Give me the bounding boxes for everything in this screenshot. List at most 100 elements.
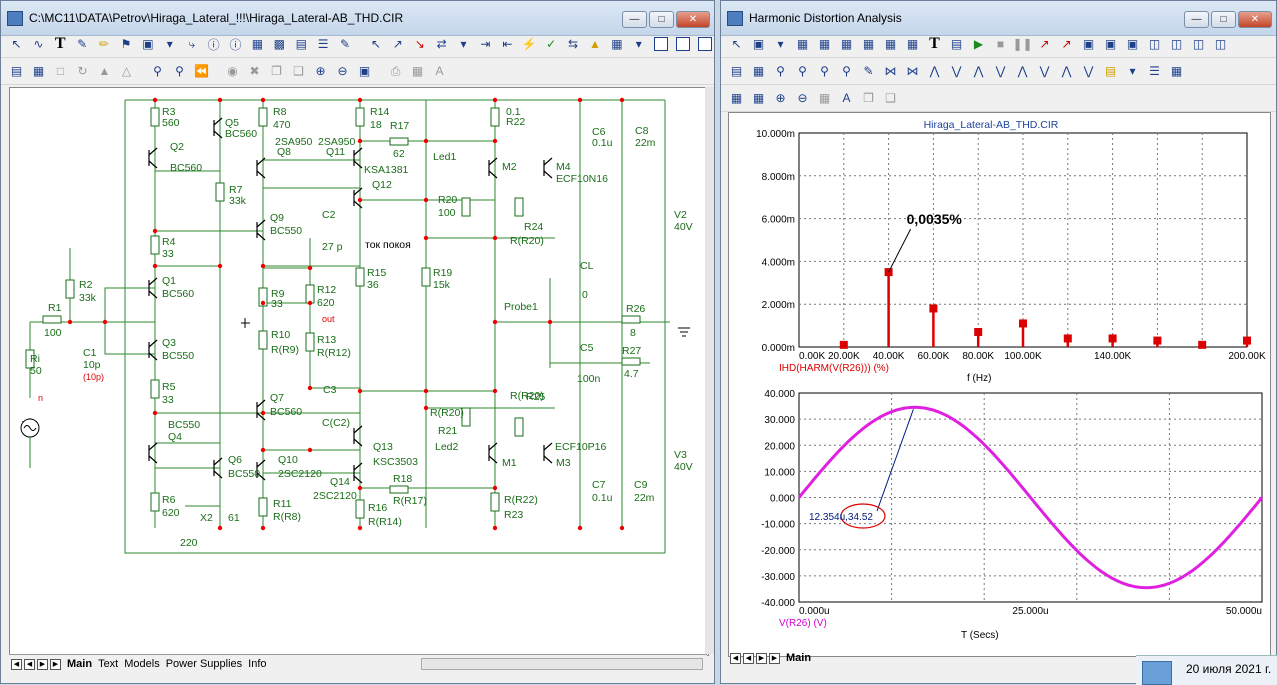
route-icon[interactable]: ↗ xyxy=(392,37,403,51)
peak2-icon[interactable]: ⋈ xyxy=(906,64,919,78)
scale2-icon[interactable]: ▦ xyxy=(818,37,831,51)
edit-icon[interactable]: ✎ xyxy=(340,37,351,51)
help-icon[interactable]: ⓘ xyxy=(229,37,242,52)
panel1-icon[interactable]: ◫ xyxy=(1148,37,1161,51)
tab-models[interactable]: Models xyxy=(124,658,160,670)
panel2-icon[interactable]: ◫ xyxy=(1170,37,1183,51)
grid-icon[interactable]: ▦ xyxy=(818,91,831,105)
text2-icon[interactable]: A xyxy=(435,64,444,78)
slope4-icon[interactable]: ⋁ xyxy=(1039,64,1050,78)
cursor-red2-icon[interactable]: ↗ xyxy=(1061,37,1072,51)
zoom-mag2-icon[interactable]: ⚲ xyxy=(798,64,807,78)
edit-icon[interactable]: ✎ xyxy=(863,64,874,78)
analysis-next-page-icon[interactable]: ▶ xyxy=(756,652,767,664)
minimize-button[interactable]: — xyxy=(622,11,647,28)
mirror-icon[interactable]: ⇄ xyxy=(436,37,447,51)
scale5-icon[interactable]: ▦ xyxy=(884,37,897,51)
taskbar-clock[interactable]: 20 июля 2021 г. xyxy=(1136,655,1277,685)
wire-icon[interactable]: ∿ xyxy=(33,37,44,51)
zoom-in-icon[interactable]: ⊕ xyxy=(315,64,326,78)
page-icon[interactable] xyxy=(651,35,670,54)
component-icon[interactable]: ▣ xyxy=(752,37,765,51)
route-red-icon[interactable]: ↘ xyxy=(414,37,425,51)
analysis-maximize-button[interactable]: □ xyxy=(1211,11,1236,28)
info-icon[interactable]: ⓘ xyxy=(207,37,220,52)
split-icon[interactable]: ▤ xyxy=(730,64,743,78)
copy-icon[interactable]: ❐ xyxy=(271,64,282,78)
rotate-icon[interactable]: ↻ xyxy=(77,64,88,78)
cursor-red-icon[interactable]: ↗ xyxy=(1039,37,1050,51)
text-tool-icon[interactable]: T xyxy=(929,35,940,52)
switch-icon[interactable]: ⇆ xyxy=(568,37,579,51)
close-button[interactable]: ✕ xyxy=(676,11,710,28)
font-icon[interactable]: A xyxy=(842,91,851,105)
slope2-icon[interactable]: ⋁ xyxy=(995,64,1006,78)
zoom-fit-icon[interactable]: ▣ xyxy=(358,64,371,78)
tab-text[interactable]: Text xyxy=(98,658,119,670)
undo-icon[interactable]: ⏪ xyxy=(194,64,209,78)
peak3-icon[interactable]: ⋀ xyxy=(929,64,940,78)
slope-icon[interactable]: ⋀ xyxy=(973,64,984,78)
zoom-mag3-icon[interactable]: ⚲ xyxy=(820,64,829,78)
stop-icon[interactable]: ■ xyxy=(996,37,1005,51)
dropdown3-icon[interactable]: ▾ xyxy=(635,37,642,51)
warning-icon[interactable]: ▲ xyxy=(589,37,601,51)
cursor-text-icon[interactable]: ↖ xyxy=(370,37,381,51)
schematic-vertical-scrollbar[interactable] xyxy=(705,87,714,654)
box-icon[interactable]: □ xyxy=(56,64,65,78)
flip2-icon[interactable]: △ xyxy=(121,64,132,78)
tab-power-supplies[interactable]: Power Supplies xyxy=(165,658,243,670)
check-icon[interactable]: ✓ xyxy=(546,37,557,51)
panel4-icon[interactable]: ◫ xyxy=(1214,37,1227,51)
properties-icon[interactable]: ▤ xyxy=(10,64,23,78)
clipboard-icon[interactable]: ▤ xyxy=(1104,64,1117,78)
dropdown-icon[interactable]: ▾ xyxy=(777,37,784,51)
slope6-icon[interactable]: ⋁ xyxy=(1083,64,1094,78)
net-icon[interactable]: ▩ xyxy=(273,37,285,51)
text-tool-icon[interactable]: T xyxy=(54,35,66,52)
split-icon[interactable]: ⇤ xyxy=(502,37,513,51)
cancel-icon[interactable]: ✖ xyxy=(249,64,260,78)
tab-info[interactable]: Info xyxy=(248,658,267,670)
analysis-first-page-icon[interactable]: ◀ xyxy=(730,652,741,664)
slope5-icon[interactable]: ⋀ xyxy=(1061,64,1072,78)
brush-icon[interactable]: ✏ xyxy=(99,37,110,51)
list-icon[interactable]: ☰ xyxy=(1149,64,1160,78)
attribute-icon[interactable]: ▤ xyxy=(295,37,307,51)
analysis-tab-main[interactable]: Main xyxy=(786,652,812,664)
zoom-mag4-icon[interactable]: ⚲ xyxy=(842,64,851,78)
scale3-icon[interactable]: ▦ xyxy=(840,37,853,51)
dropdown-icon[interactable]: ▾ xyxy=(166,37,173,51)
valley-icon[interactable]: ⋁ xyxy=(951,64,962,78)
scale4-icon[interactable]: ▦ xyxy=(862,37,875,51)
pause-icon[interactable]: ❚❚ xyxy=(1012,37,1033,51)
box3-icon[interactable]: ▣ xyxy=(1126,37,1139,51)
first-page-icon[interactable]: ◀ xyxy=(11,658,22,670)
analysis-titlebar[interactable]: Harmonic Distortion Analysis — □ ✕ xyxy=(721,1,1276,36)
page3-icon[interactable] xyxy=(695,35,714,54)
scale-icon[interactable]: ▦ xyxy=(796,37,809,51)
paste-icon[interactable]: ❑ xyxy=(293,64,304,78)
split2-icon[interactable]: ▦ xyxy=(752,64,765,78)
flip-icon[interactable]: ▲ xyxy=(98,64,111,78)
analysis-last-page-icon[interactable]: ▶ xyxy=(769,652,780,664)
page2-icon[interactable] xyxy=(673,35,692,54)
tab-main[interactable]: Main xyxy=(67,658,93,670)
maximize-button[interactable]: □ xyxy=(649,11,674,28)
step-icon[interactable]: ⇥ xyxy=(480,37,491,51)
find-icon[interactable]: ⚲ xyxy=(153,64,162,78)
schematic-horizontal-scrollbar[interactable] xyxy=(421,658,703,670)
flag-icon[interactable]: ⚑ xyxy=(120,37,132,51)
run-icon[interactable]: ▶ xyxy=(973,37,984,51)
peak-icon[interactable]: ⋈ xyxy=(884,64,897,78)
box2-icon[interactable]: ▣ xyxy=(1104,37,1117,51)
last-page-icon[interactable]: ▶ xyxy=(50,658,61,670)
find2-icon[interactable]: ⚲ xyxy=(175,64,184,78)
select-icon[interactable]: ↖ xyxy=(731,37,742,51)
properties-icon[interactable]: ▤ xyxy=(950,37,963,51)
grid-icon[interactable]: ▦ xyxy=(611,37,623,51)
grid2-icon[interactable]: ▦ xyxy=(411,64,424,78)
print-icon[interactable]: ⎙ xyxy=(390,63,401,78)
box1-icon[interactable]: ▣ xyxy=(1082,37,1095,51)
